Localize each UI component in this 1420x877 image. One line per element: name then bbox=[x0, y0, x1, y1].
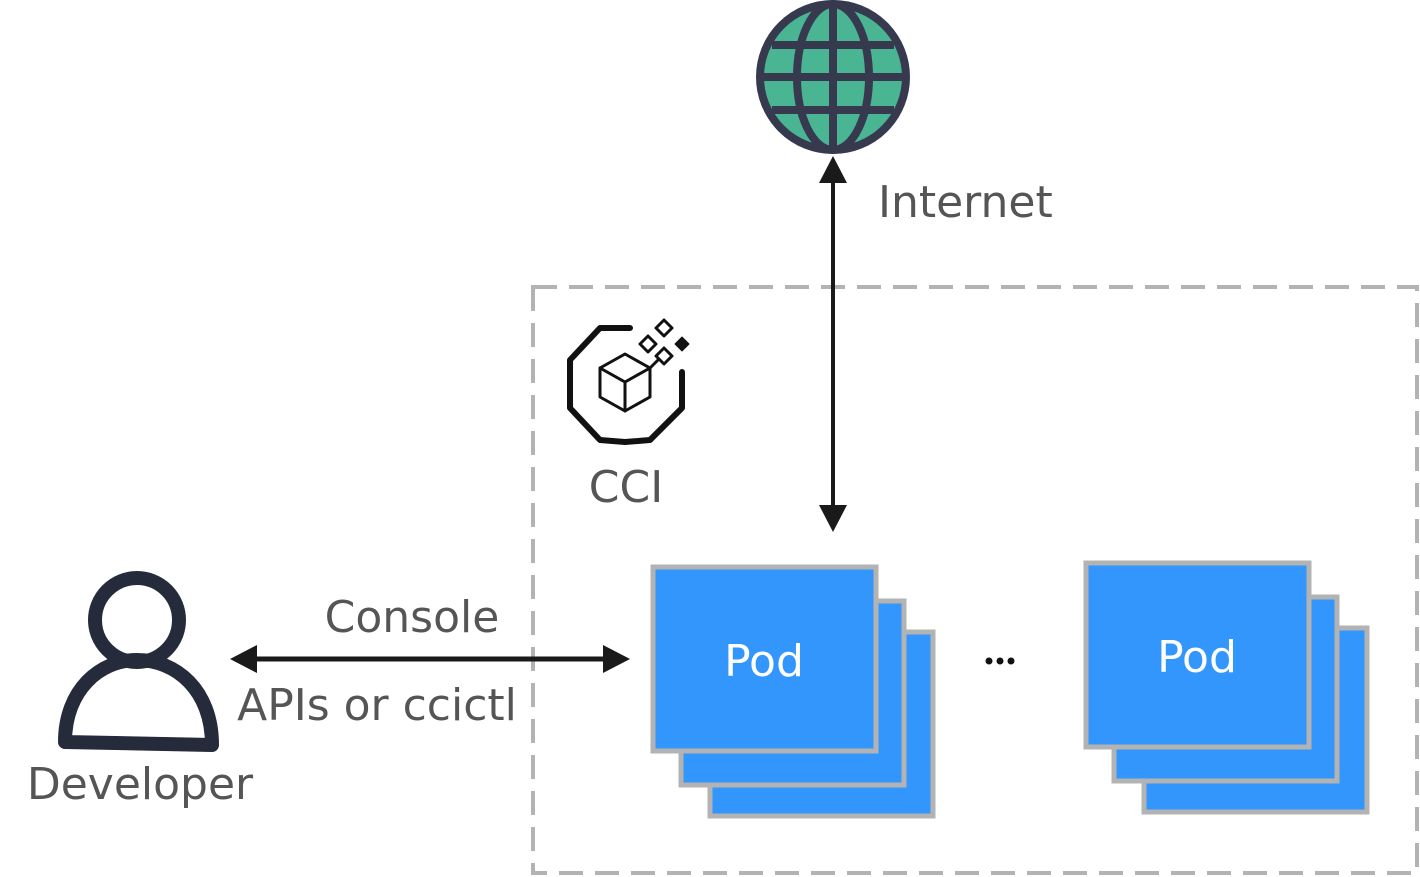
console-label: Console bbox=[325, 592, 500, 643]
pod-card[interactable] bbox=[1083, 560, 1312, 750]
developer-label: Developer bbox=[27, 759, 254, 810]
pod-label: Pod bbox=[724, 636, 804, 687]
pod-group-1: Pod bbox=[650, 564, 936, 819]
apis-label: APIs or ccictl bbox=[237, 680, 517, 731]
pod-group-2: Pod bbox=[1083, 560, 1370, 815]
cci-boundary bbox=[531, 285, 1419, 875]
pod-label: Pod bbox=[1157, 632, 1237, 683]
internet-label: Internet bbox=[878, 177, 1053, 228]
internet-arrow bbox=[819, 156, 847, 532]
cci-label: CCI bbox=[589, 462, 663, 513]
ellipsis-icon bbox=[985, 657, 1015, 665]
globe-icon bbox=[756, 0, 910, 154]
user-icon bbox=[58, 571, 219, 752]
cci-service-icon bbox=[567, 318, 690, 445]
developer-arrow bbox=[230, 645, 630, 673]
pod-card[interactable] bbox=[650, 564, 879, 754]
